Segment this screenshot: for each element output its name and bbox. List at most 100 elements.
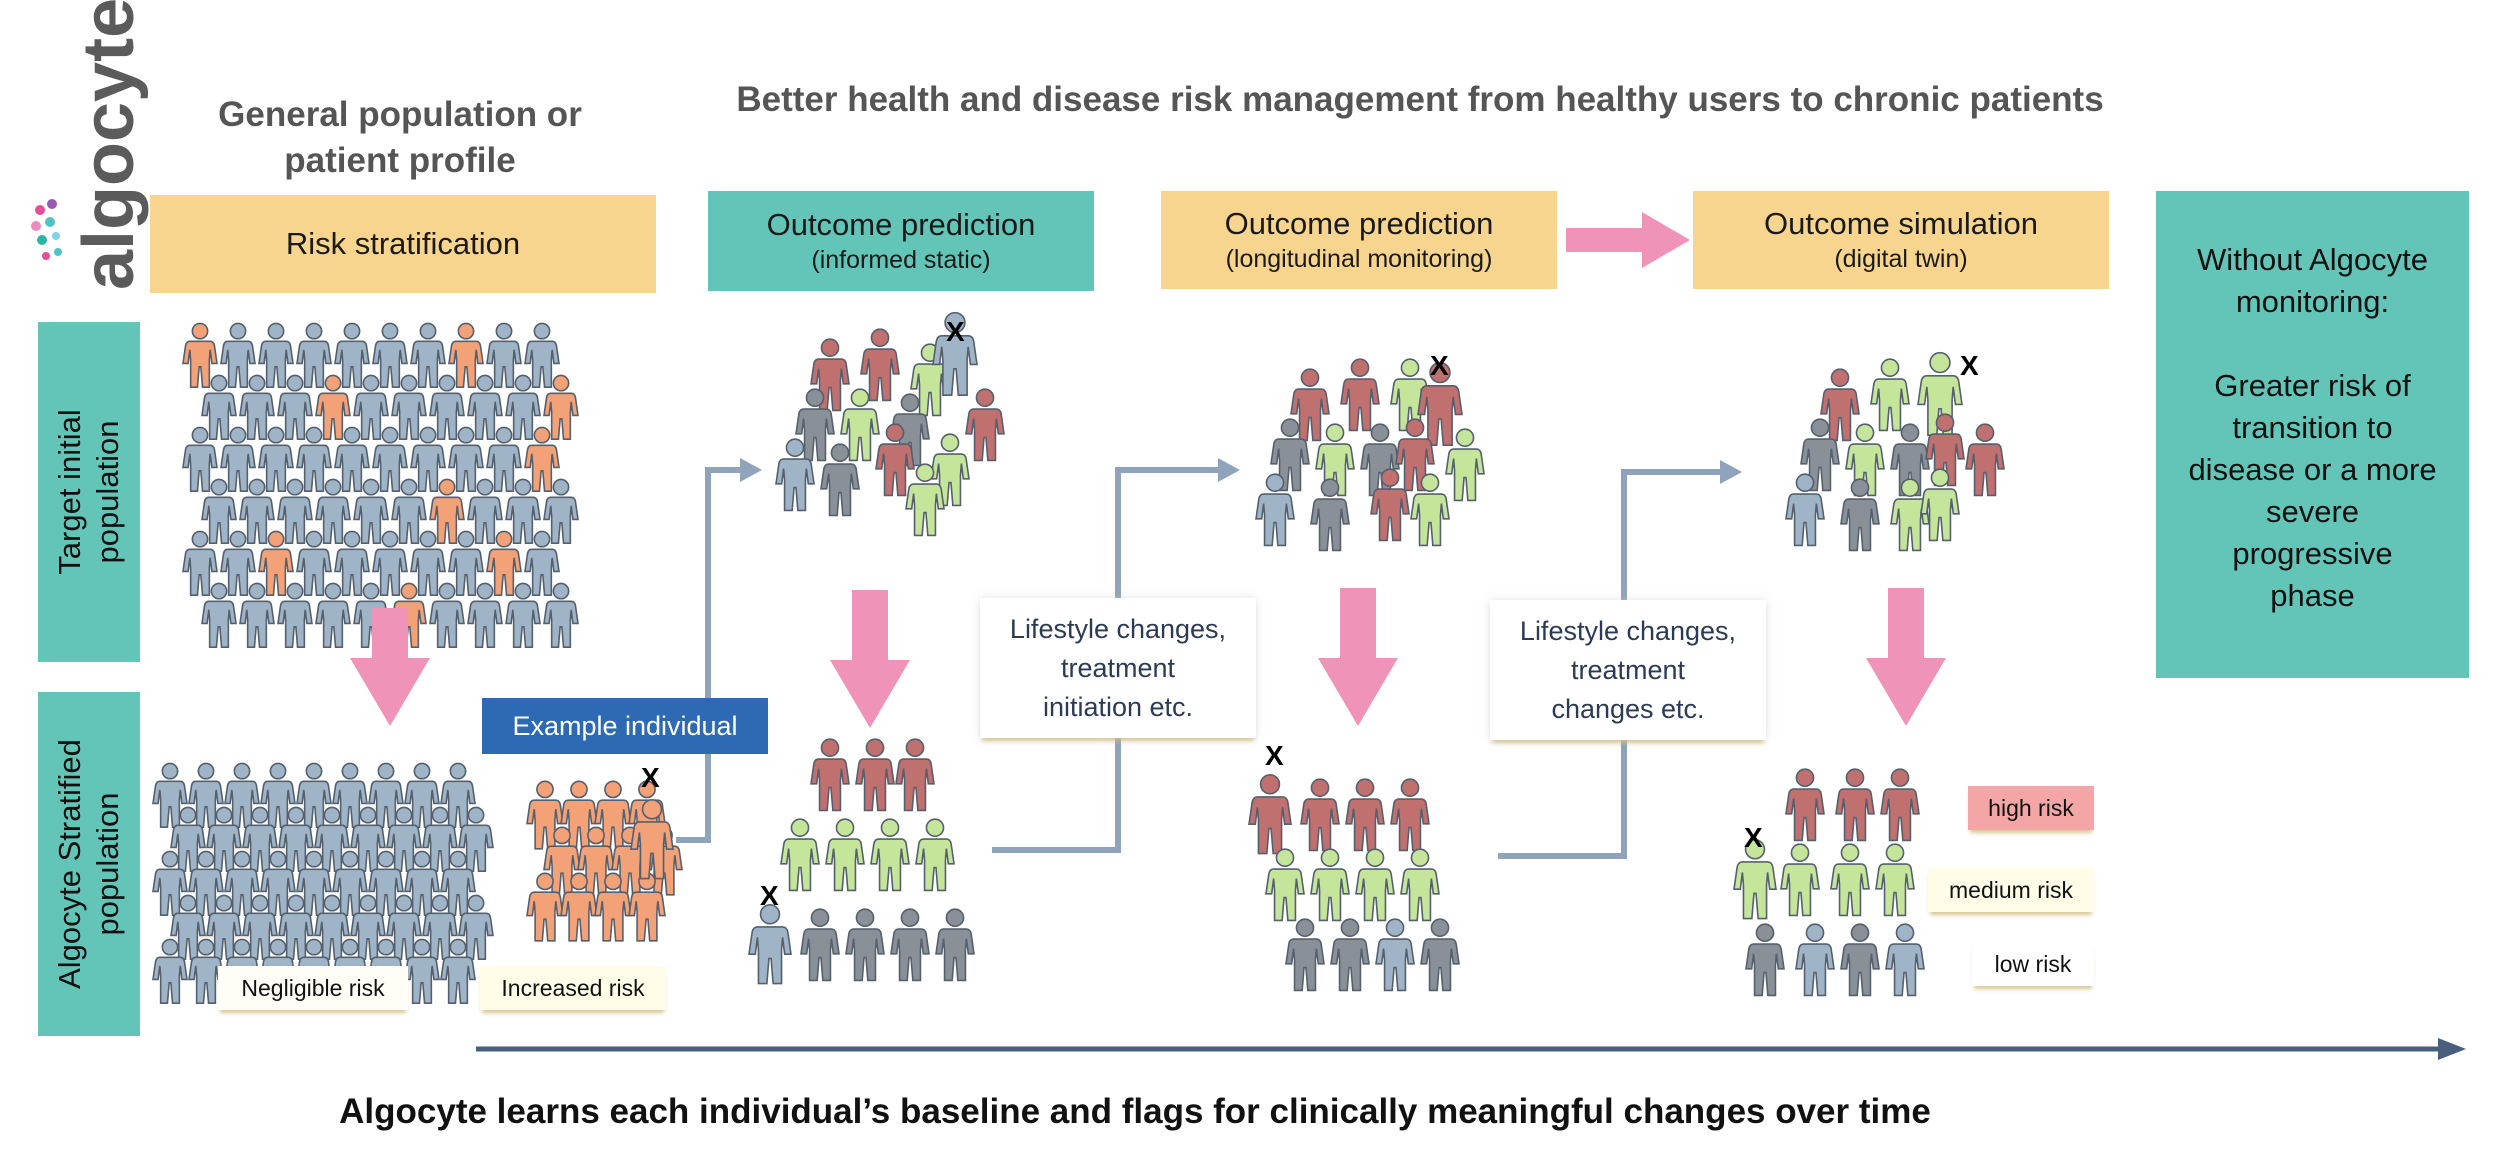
outcome-static-box: Outcome prediction (informed static) <box>708 191 1094 291</box>
person-icon <box>1375 918 1415 992</box>
person-icon <box>1875 843 1915 917</box>
without-line3: Greater risk of <box>2214 368 2411 403</box>
person-icon <box>1835 768 1875 842</box>
connector-long-to-sim-head <box>1720 460 1742 484</box>
down-arrow-long <box>1318 588 1398 726</box>
without-line2: monitoring: <box>2235 284 2390 319</box>
x-marker-static-bottom: X <box>760 880 779 911</box>
person-icon <box>1300 778 1340 852</box>
outcome-long-title: Outcome prediction <box>1224 206 1494 241</box>
low-risk-label: low risk <box>1972 942 2094 986</box>
left-title-line2: patient profile <box>284 141 516 180</box>
outcome-sim-title: Outcome simulation <box>1764 206 2038 241</box>
person-icon <box>486 322 522 389</box>
person-icon <box>334 322 370 389</box>
down-arrow-sim <box>1866 588 1946 726</box>
person-icon <box>935 908 975 982</box>
outcome-long-box: Outcome prediction (longitudinal monitor… <box>1161 191 1557 289</box>
person-icon <box>1870 358 1910 432</box>
person-icon <box>1345 778 1385 852</box>
person-icon <box>1340 358 1380 432</box>
person-icon <box>524 322 560 389</box>
person-icon <box>1285 918 1325 992</box>
person-icon <box>410 322 446 389</box>
person-icon <box>1248 774 1292 855</box>
risk-stratification-box: Risk stratification <box>150 195 656 293</box>
person-icon <box>1780 843 1820 917</box>
connector-static-to-long-head <box>1218 458 1240 482</box>
person-icon <box>372 322 408 389</box>
timeline-arrowhead <box>2438 1038 2466 1060</box>
person-icon <box>800 908 840 982</box>
increased-risk-label: Increased risk <box>480 966 666 1010</box>
down-arrow-static <box>830 590 910 728</box>
note1-line2: treatment <box>1060 653 1176 683</box>
person-icon <box>845 908 885 982</box>
person-icon <box>855 738 895 812</box>
person-icon <box>1830 843 1870 917</box>
footer-caption: Algocyte learns each individual’s baseli… <box>339 1092 1931 1131</box>
person-icon <box>1795 923 1835 997</box>
person-icon <box>1785 768 1825 842</box>
person-icon <box>258 322 294 389</box>
without-algocyte-box: Without Algocyte monitoring: Greater ris… <box>2156 191 2469 678</box>
person-icon <box>905 463 945 537</box>
person-icon <box>1400 848 1440 922</box>
person-icon <box>890 908 930 982</box>
note2-line2: treatment <box>1570 655 1686 685</box>
person-icon <box>860 328 900 402</box>
lifestyle-note-1: Lifestyle changes, treatment initiation … <box>980 598 1256 738</box>
main-title: Better health and disease risk managemen… <box>736 80 2104 119</box>
person-icon <box>965 388 1005 462</box>
negligible-risk-label: Negligible risk <box>218 966 408 1010</box>
logo-dots-icon <box>31 199 62 260</box>
person-icon <box>1745 923 1785 997</box>
note1-line1: Lifestyle changes, <box>1009 614 1227 644</box>
person-icon <box>1965 423 2005 497</box>
outcome-static-sub: (informed static) <box>811 246 991 274</box>
x-marker-example: X <box>641 762 660 793</box>
arrows-layer <box>350 212 2466 1060</box>
outcome-static-title: Outcome prediction <box>766 207 1036 242</box>
lifestyle-note-2: Lifestyle changes, treatment changes etc… <box>1490 600 1766 740</box>
without-line7: progressive <box>2232 536 2393 571</box>
person-icon <box>915 818 955 892</box>
person-icon <box>1390 778 1430 852</box>
without-line5: disease or a more <box>2188 452 2437 487</box>
person-icon <box>825 818 865 892</box>
person-icon <box>448 322 484 389</box>
person-icon <box>810 738 850 812</box>
person-icon <box>1880 768 1920 842</box>
person-icon <box>1330 918 1370 992</box>
without-line4: transition to <box>2232 410 2393 445</box>
without-line8: phase <box>2270 578 2355 613</box>
left-title-line1: General population or <box>218 95 582 134</box>
medium-risk-label: medium risk <box>1928 868 2094 912</box>
person-icon <box>1890 478 1930 552</box>
left-title: General population or patient profile <box>140 92 660 184</box>
x-marker-sim-bottom: X <box>1744 822 1763 853</box>
example-individual-label: Example individual <box>482 698 768 754</box>
person-icon <box>182 322 218 389</box>
person-icon <box>296 322 332 389</box>
person-icon <box>1420 918 1460 992</box>
outcome-long-sub: (longitudinal monitoring) <box>1225 245 1493 273</box>
without-line1: Without Algocyte <box>2197 242 2428 277</box>
down-arrow-target <box>350 608 430 726</box>
stratified-population-label-box: Algocyte Stratified population <box>38 692 140 1036</box>
person-icon <box>1310 848 1350 922</box>
note2-line1: Lifestyle changes, <box>1519 616 1737 646</box>
person-icon <box>1840 923 1880 997</box>
note2-line3: changes etc. <box>1551 694 1705 724</box>
x-marker-static-top: X <box>946 316 965 347</box>
person-icon <box>1265 848 1305 922</box>
person-icon <box>780 818 820 892</box>
note1-line3: initiation etc. <box>1042 692 1194 722</box>
risk-stratification-label: Risk stratification <box>285 226 521 261</box>
person-icon <box>870 818 910 892</box>
x-marker-sim-top: X <box>1960 350 1979 381</box>
person-icon <box>1355 848 1395 922</box>
without-line6: severe <box>2265 494 2360 529</box>
person-icon <box>220 322 256 389</box>
